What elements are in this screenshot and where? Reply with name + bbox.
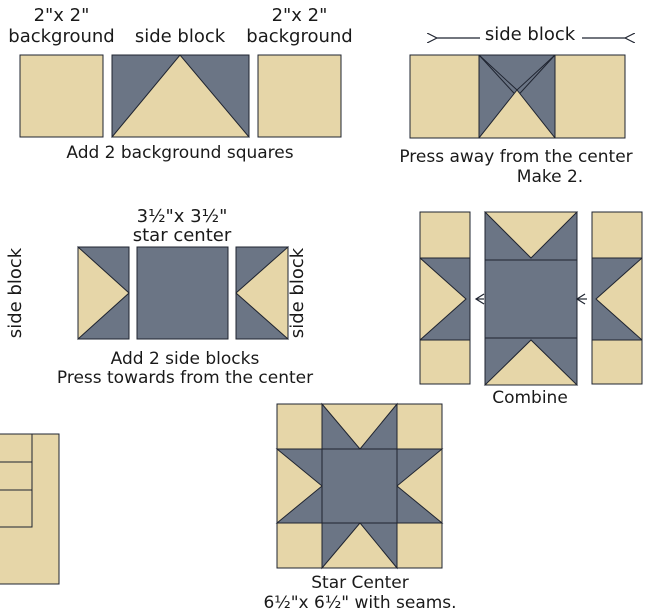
side-block-right [235, 245, 289, 341]
right-square-size: 2"x 2" [271, 5, 328, 26]
step1-pieces [19, 54, 342, 138]
left-square-size: 2"x 2" [33, 5, 90, 26]
step5-star-block [275, 402, 444, 570]
step3-caption-line1: Add 2 side blocks [110, 349, 260, 369]
step2-caption-line2: Make 2. [516, 167, 584, 187]
side-block-label: side block [134, 26, 226, 47]
combine-caption: Combine [492, 388, 568, 408]
star-center-size-caption: 6½"x 6½" with seams. [263, 593, 457, 613]
star-center-name: star center [132, 225, 232, 246]
step4-pieces [419, 211, 643, 386]
step1-caption: Add 2 background squares [66, 143, 294, 163]
star-center-size: 3½"x 3½" [136, 206, 228, 227]
side-block-span-label: side block [480, 25, 580, 45]
background-square-left [19, 54, 104, 138]
step3-caption-line2: Press towards from the center [56, 368, 314, 388]
side-block-right-label: side block [287, 247, 308, 339]
side-block-left-label: side block [5, 247, 26, 339]
partial-block-edge [0, 433, 60, 585]
step3-pieces [77, 245, 289, 341]
star-center-square [136, 246, 229, 340]
step2-pieces [409, 54, 626, 139]
left-square-name: background [8, 26, 115, 47]
side-block-unit [110, 54, 251, 138]
background-square-right [257, 54, 342, 138]
star-center-caption: Star Center [311, 573, 409, 593]
step2-caption-line1: Press away from the center [399, 147, 633, 167]
right-square-name: background [246, 26, 353, 47]
combine-arrows [474, 293, 587, 305]
side-block-left [77, 245, 130, 341]
